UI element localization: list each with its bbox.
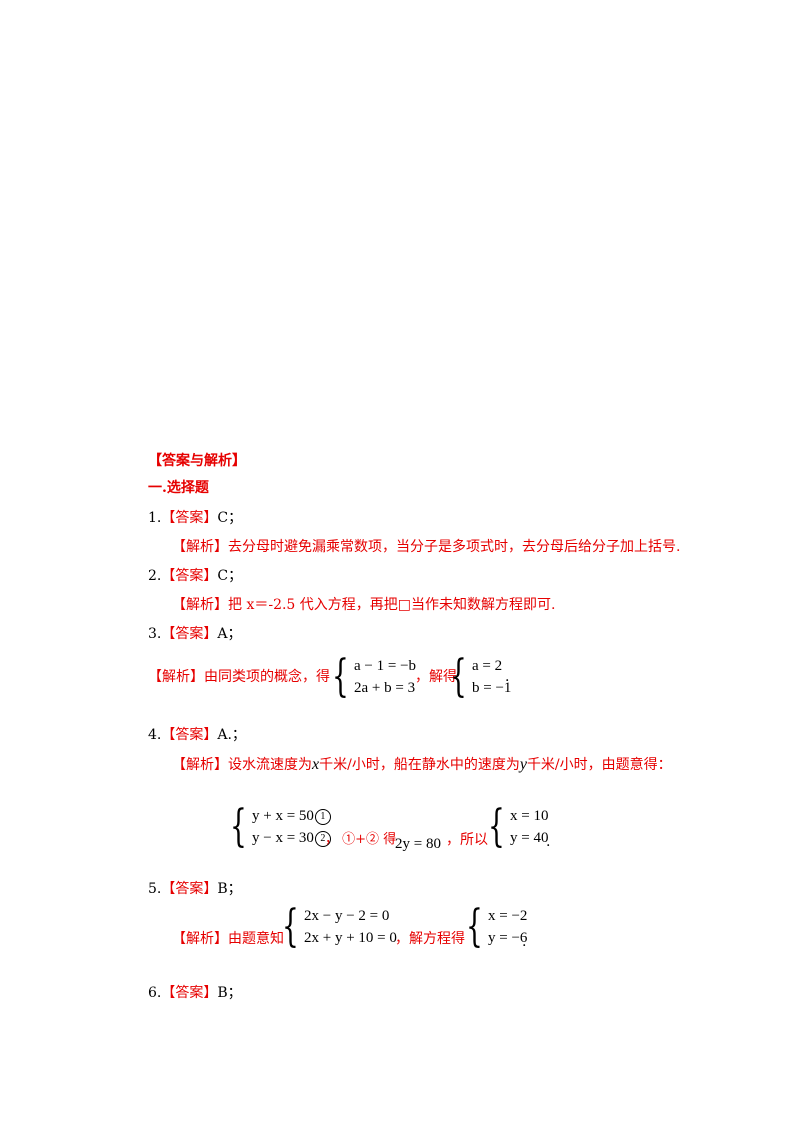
q2-answer-tag: 【答案】 — [161, 568, 218, 584]
q2-answer-line: 2.【答案】C； — [148, 567, 242, 585]
q3-sol2: b = −1 — [472, 680, 512, 696]
q4-eq1: y + x = 50 — [252, 808, 314, 824]
q4-answer: A.； — [217, 727, 246, 743]
q4-eq2: y − x = 30 — [252, 830, 314, 846]
q5-solution-brace: { — [466, 901, 483, 952]
q5-eq2: 2x + y + 10 = 0 — [304, 930, 397, 946]
q3-sol1: a = 2 — [472, 658, 503, 674]
q5-end-period: . — [522, 934, 527, 950]
q4-therefore: ，所以 — [446, 832, 488, 848]
q1-number: 1. — [148, 510, 162, 526]
q3-number: 3. — [148, 626, 162, 642]
section-title: 一.选择题 — [148, 480, 209, 496]
q2-explanation: 【解析】把 x＝-2.5 代入方程，再把□当作未知数解方程即可. — [172, 596, 555, 614]
q4-step: ， ①+② 得 — [325, 831, 396, 849]
q5-answer-line: 5.【答案】B； — [148, 880, 242, 898]
q5-explanation-lead: 【解析】由题意知 — [172, 930, 284, 948]
q1-answer-line: 1.【答案】C； — [148, 509, 242, 527]
q4-sol2: y = 40 — [510, 830, 549, 846]
q4-answer-line: 4.【答案】A.； — [148, 726, 246, 744]
q4-sol1: x = 10 — [510, 808, 549, 824]
q5-number: 5. — [148, 881, 162, 897]
q6-answer: B； — [217, 985, 242, 1001]
q5-sol2: y = −6 — [488, 930, 528, 946]
q4-explanation-text-b: 千米/小时，船在静水中的速度为 — [319, 757, 520, 773]
q2-answer: C； — [217, 568, 243, 584]
q3-solution-brace: { — [450, 651, 467, 702]
q5-sol1: x = −2 — [488, 908, 528, 924]
q4-explanation: 【解析】设水流速度为x千米/小时，船在静水中的速度为y千米/小时，由题意得： — [172, 756, 672, 774]
q5-brace: { — [282, 901, 299, 952]
q4-number: 4. — [148, 727, 162, 743]
q3-explanation-text: 由同类项的概念，得 — [204, 669, 330, 685]
q5-explanation-text: 由题意知 — [228, 931, 284, 947]
q3-explanation-tag: 【解析】 — [148, 669, 204, 685]
q3-eq2: 2a + b = 3 — [354, 680, 416, 696]
q1-explanation: 【解析】去分母时避免漏乘常数项，当分子是多项式时，去分母后给分子加上括号. — [172, 538, 680, 556]
q3-brace: { — [332, 651, 349, 702]
q2-number: 2. — [148, 568, 162, 584]
q4-explanation-text-a: 设水流速度为 — [228, 757, 312, 773]
q4-step-ops: ①+② — [342, 832, 380, 847]
q4-var-y: y — [519, 756, 527, 773]
q4-brace: { — [230, 801, 247, 852]
q5-answer: B； — [217, 881, 242, 897]
q2-explanation-text: 把 x＝-2.5 代入方程，再把□当作未知数解方程即可. — [228, 597, 556, 613]
q4-step-get: 得 — [383, 832, 397, 847]
q4-eq2-circled-marker: 2 — [314, 830, 331, 847]
q3-end-period: . — [505, 669, 510, 685]
q5-answer-tag: 【答案】 — [161, 881, 218, 897]
q1-explanation-text: 去分母时避免漏乘常数项，当分子是多项式时，去分母后给分子加上括号. — [228, 539, 681, 555]
q4-answer-tag: 【答案】 — [161, 727, 218, 743]
q3-answer-tag: 【答案】 — [161, 626, 218, 642]
q1-answer-tag: 【答案】 — [161, 510, 218, 526]
q1-explanation-tag: 【解析】 — [172, 539, 228, 555]
q4-step-comma: ， — [325, 832, 339, 847]
q5-explanation-tag: 【解析】 — [172, 931, 228, 947]
q5-eq1: 2x − y − 2 = 0 — [304, 908, 390, 924]
q4-solution-brace: { — [488, 801, 505, 852]
q4-derived-equation: 2y = 80 — [395, 836, 441, 852]
q1-answer: C； — [217, 510, 243, 526]
q4-end-period: . — [546, 834, 551, 850]
q3-explanation-lead: 【解析】由同类项的概念，得 — [148, 668, 330, 686]
q6-answer-tag: 【答案】 — [161, 985, 218, 1001]
q4-eq1-circled-marker: 1 — [314, 808, 331, 825]
q3-solve-text: ，解得 — [415, 669, 457, 685]
q5-solve-text: ，解方程得 — [395, 931, 465, 947]
q2-explanation-tag: 【解析】 — [172, 597, 228, 613]
q4-explanation-text-c: 千米/小时，由题意得： — [526, 757, 672, 773]
q6-number: 6. — [148, 985, 162, 1001]
q3-answer: A； — [217, 626, 242, 642]
answers-heading: 【答案与解析】 — [148, 453, 246, 469]
q3-eq1: a − 1 = −b — [354, 658, 417, 674]
q3-answer-line: 3.【答案】A； — [148, 625, 241, 643]
q4-var-x: x — [312, 756, 320, 773]
q4-explanation-tag: 【解析】 — [172, 757, 228, 773]
q6-answer-line: 6.【答案】B； — [148, 984, 242, 1002]
